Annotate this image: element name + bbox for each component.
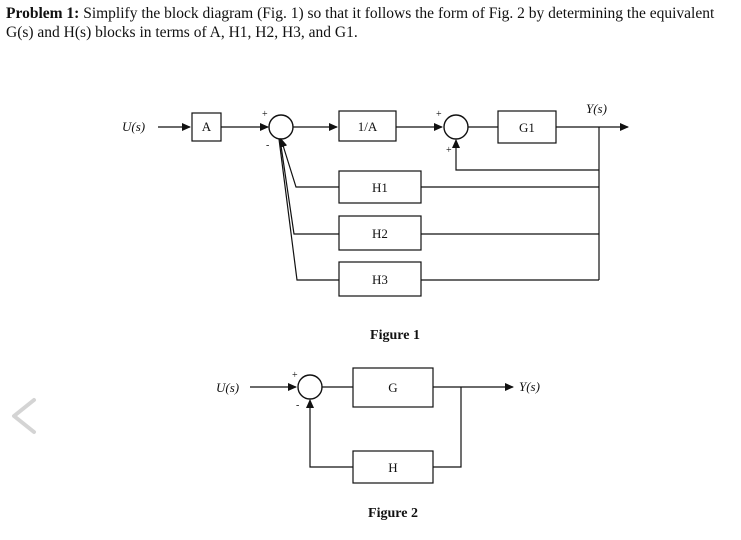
block-a: A — [191, 112, 222, 142]
fig2-input-label: U(s) — [216, 380, 239, 395]
figure-1: U(s) A + - 1/A + + G1 Y(s) — [122, 101, 629, 343]
block-inverse-a-label: 1/A — [358, 119, 378, 134]
block-h2: H2 — [338, 215, 422, 251]
figure-2: U(s) + - G Y(s) H Figure 2 — [216, 367, 540, 521]
summing-junction-2: + + — [436, 109, 469, 156]
block-a-label: A — [202, 119, 212, 134]
wire-h3-to-sum1 — [278, 138, 339, 281]
figure-1-caption: Figure 1 — [370, 328, 420, 343]
chevron-left-icon[interactable] — [6, 396, 42, 436]
problem-text: Simplify the block diagram (Fig. 1) so t… — [6, 5, 715, 41]
block-g-label: G — [388, 380, 397, 395]
wire-h1-to-sum1 — [279, 138, 339, 188]
fig2-output-label: Y(s) — [519, 379, 540, 394]
summing-junction-1: + - — [262, 109, 294, 151]
fig1-input-label: U(s) — [122, 119, 145, 134]
wire-h2-to-sum1 — [279, 138, 339, 235]
wire-output-to-h — [433, 387, 462, 468]
block-h: H — [352, 450, 434, 484]
block-h1: H1 — [338, 170, 422, 204]
block-h1-label: H1 — [372, 180, 388, 195]
block-h-label: H — [388, 460, 397, 475]
problem-label: Problem 1: — [6, 5, 80, 22]
block-h2-label: H2 — [372, 226, 388, 241]
block-h3-label: H3 — [372, 272, 388, 287]
sum2-plus-top-sign: + — [436, 109, 442, 120]
wire-output-to-sum2 — [452, 139, 599, 171]
block-g1: G1 — [497, 110, 557, 144]
fig2-summing-junction: + - — [292, 370, 323, 411]
fig1-output-label: Y(s) — [586, 101, 607, 116]
wire-h-to-sum — [306, 399, 353, 468]
block-h3: H3 — [338, 261, 422, 297]
sum1-minus-sign: - — [266, 140, 269, 151]
problem-statement: Problem 1: Simplify the block diagram (F… — [6, 4, 734, 42]
figure-2-caption: Figure 2 — [368, 506, 418, 521]
fig2-sum-plus-sign: + — [292, 370, 298, 381]
sum2-plus-bottom-sign: + — [446, 145, 452, 156]
block-inverse-a: 1/A — [338, 110, 397, 142]
sum1-plus-sign: + — [262, 109, 268, 120]
fig2-sum-minus-sign: - — [296, 400, 299, 411]
block-g1-label: G1 — [519, 120, 535, 135]
block-g: G — [352, 367, 434, 408]
